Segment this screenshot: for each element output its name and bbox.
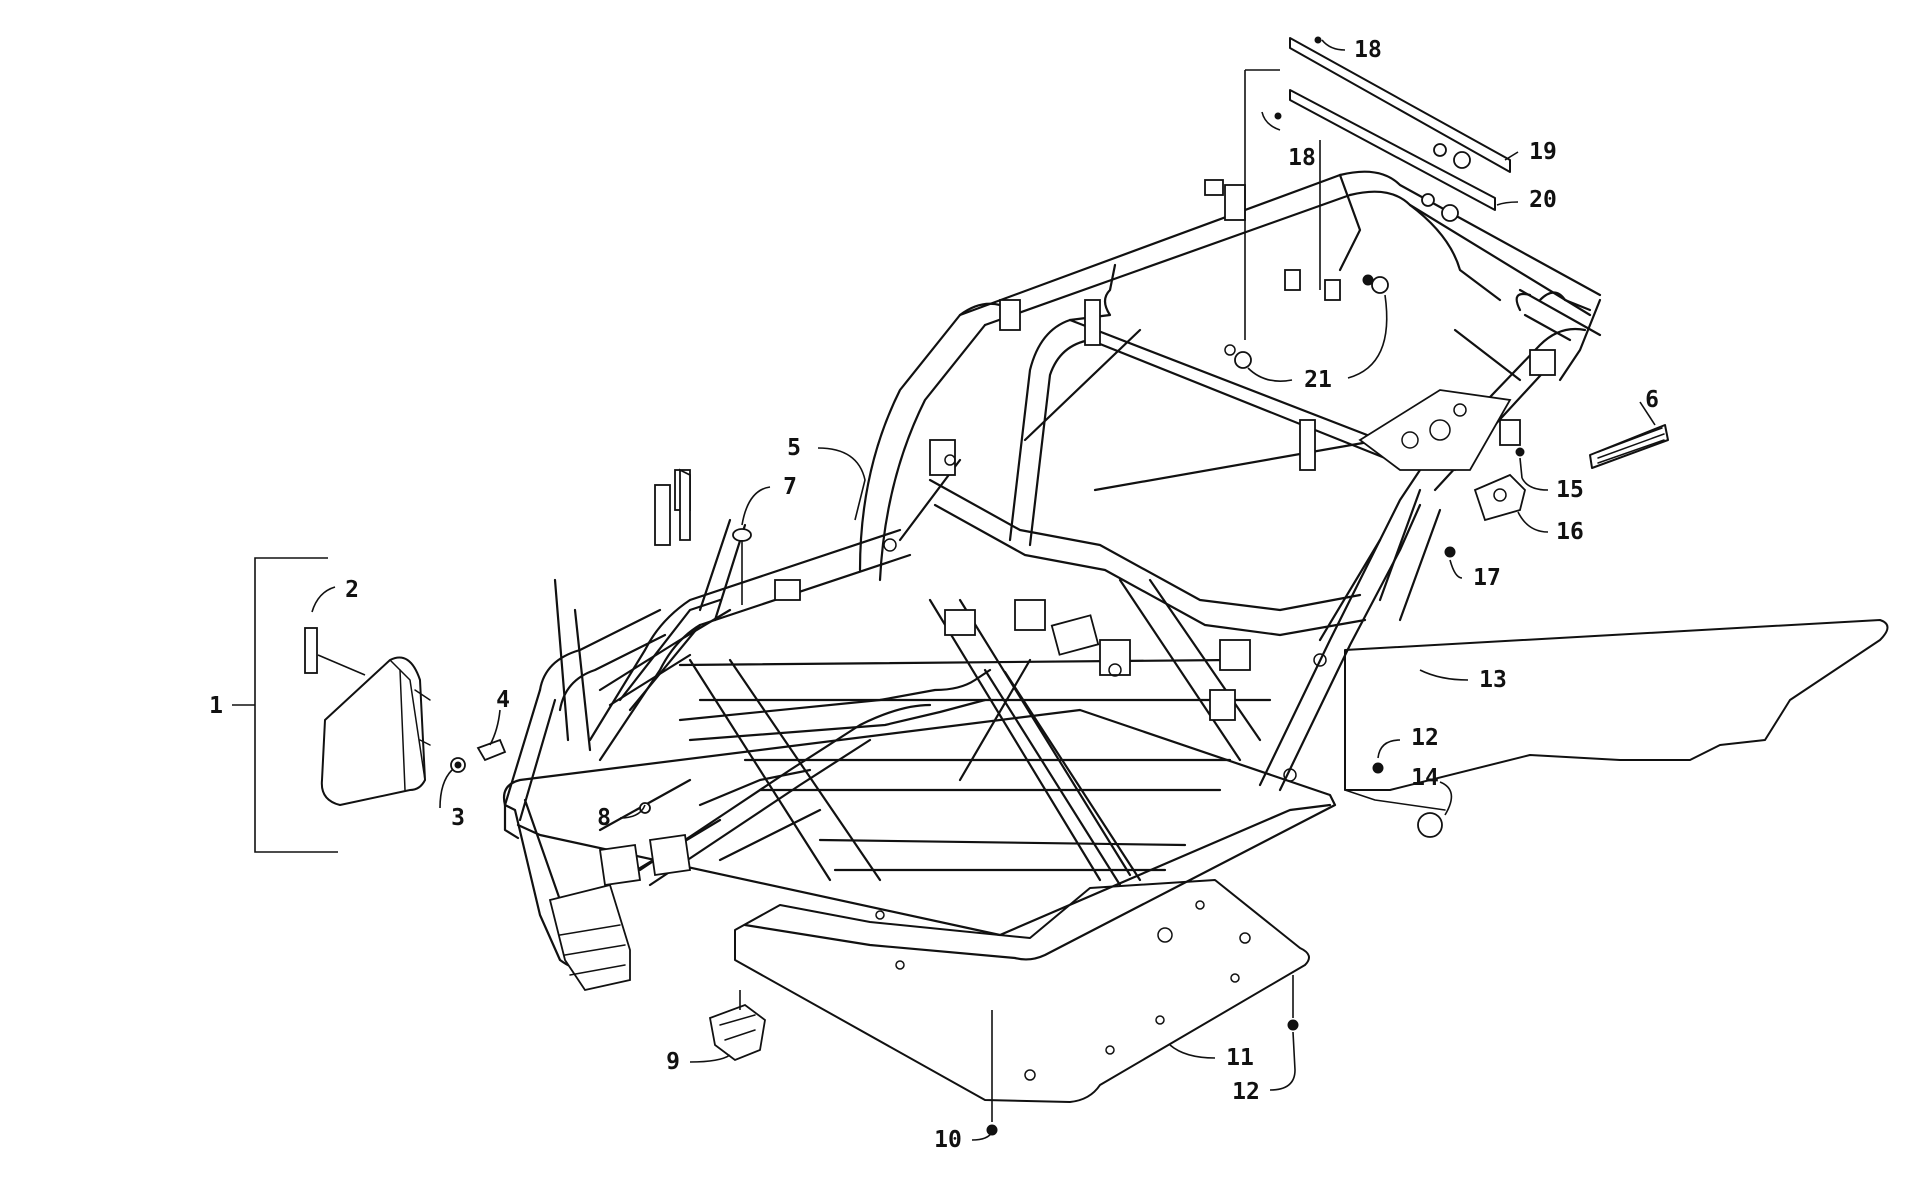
callout-9: 9: [666, 1049, 680, 1075]
fastener-part-4: [476, 738, 507, 762]
callout-15: 15: [1556, 477, 1584, 503]
fastener-part-12-lower: [1287, 1019, 1299, 1031]
callout-10: 10: [934, 1127, 962, 1153]
callout-13: 13: [1479, 667, 1507, 693]
rail-part-20: [1289, 89, 1496, 211]
grille-panel: [320, 656, 426, 806]
nut-part-21-right: [1371, 276, 1389, 294]
callout-1: 1: [209, 693, 223, 719]
callout-7: 7: [783, 474, 797, 500]
loose-parts: [639, 276, 1526, 1136]
callout-17: 17: [1473, 565, 1501, 591]
rail-part-19: [1289, 37, 1511, 173]
fastener-part-12-upper: [1372, 762, 1384, 774]
nut-part-17: [1444, 546, 1456, 558]
callout-21: 21: [1304, 367, 1332, 393]
callout-2: 2: [345, 577, 359, 603]
callout-4: 4: [496, 687, 510, 713]
plug-part-7: [732, 528, 752, 542]
decal-part-2: [304, 627, 318, 674]
roof-rails: [1274, 36, 1511, 222]
callout-19: 19: [1529, 139, 1557, 165]
callout-18-lower: 18: [1288, 145, 1316, 171]
callout-6: 6: [1645, 387, 1659, 413]
grommet-part-14: [1417, 812, 1443, 838]
callout-5: 5: [787, 435, 801, 461]
skid-plate: [734, 879, 1310, 1103]
callout-12-upper: 12: [1411, 725, 1439, 751]
callout-12-lower: 12: [1232, 1079, 1260, 1105]
callout-8: 8: [597, 805, 611, 831]
chassis-frame: [502, 170, 1602, 992]
callout-3: 3: [451, 805, 465, 831]
leader-lines: [232, 39, 1656, 1141]
side-floor-panel: [1344, 619, 1889, 811]
fastener-part-10: [986, 1124, 998, 1136]
callout-18-upper: 18: [1354, 37, 1382, 63]
bracket-part-16: [1473, 473, 1526, 522]
callout-14: 14: [1411, 765, 1439, 791]
callout-20: 20: [1529, 187, 1557, 213]
front-grille-assembly: [304, 627, 507, 806]
rear-decal-part-6: [1589, 424, 1669, 469]
callout-16: 16: [1556, 519, 1584, 545]
bolt-part-15: [1515, 447, 1525, 457]
bolt-part-18-upper: [1314, 36, 1322, 44]
bolt-part-18-lower: [1274, 112, 1282, 120]
small-brackets: [654, 179, 1556, 782]
bracket-part-9: [708, 1003, 766, 1062]
callout-labels: 1 2 3 4 5 6 7 8 9 10 11 12 12 13 14 15 1…: [209, 37, 1659, 1153]
callout-11: 11: [1226, 1045, 1254, 1071]
nut-part-21-left: [1234, 351, 1252, 369]
